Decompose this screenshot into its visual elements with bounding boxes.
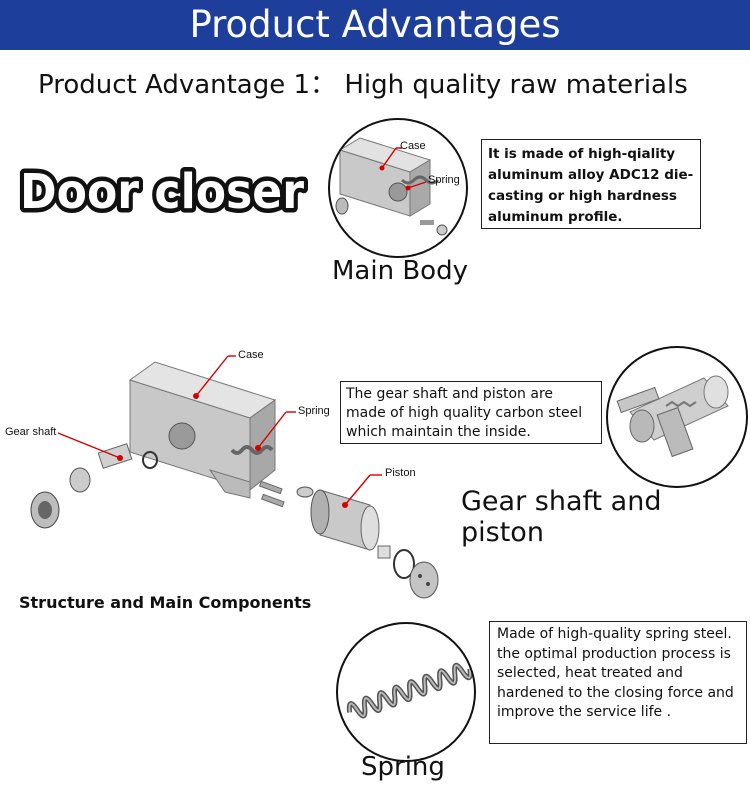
main-body-case-label: Case <box>400 140 426 152</box>
structure-spring-label: Spring <box>298 405 330 417</box>
structure-piston-label: Piston <box>385 467 416 479</box>
structure-case-label: Case <box>238 349 264 361</box>
main-body-description: It is made of high-qiality aluminum allo… <box>488 146 694 225</box>
banner-title: Product Advantages <box>189 3 561 46</box>
structure-exploded-view <box>30 355 439 599</box>
gear-shaft-caption: Gear shaft and piston <box>461 486 662 548</box>
spring-description-box: Made of high-quality spring steel. the o… <box>489 621 747 744</box>
gear-shaft-piston-drawing <box>616 375 729 458</box>
main-body-description-box: It is made of high-qiality aluminum allo… <box>481 139 701 229</box>
structure-caption: Structure and Main Components <box>19 593 312 612</box>
spring-description: Made of high-quality spring steel. the o… <box>497 626 734 720</box>
advantage-subtitle: Product Advantage 1： High quality raw ma… <box>38 70 688 100</box>
gear-shaft-piston-image <box>606 346 748 488</box>
spring-image <box>336 622 476 762</box>
door-closer-title: Door closer <box>16 160 309 225</box>
spring-drawing <box>346 662 473 719</box>
structure-gear-shaft-label: Gear shaft <box>5 426 57 438</box>
main-body-caption: Main Body <box>332 256 468 286</box>
spring-caption: Spring <box>361 752 445 782</box>
door-closer-text: Door closer <box>20 164 304 220</box>
gear-shaft-description-box: The gear shaft and piston are made of hi… <box>340 381 602 444</box>
main-body-image: Case Spring <box>328 118 468 258</box>
gear-shaft-description: The gear shaft and piston are made of hi… <box>346 386 583 440</box>
page-banner: Product Advantages <box>0 0 750 50</box>
main-body-drawing <box>335 137 448 236</box>
main-body-spring-label: Spring <box>428 174 460 186</box>
